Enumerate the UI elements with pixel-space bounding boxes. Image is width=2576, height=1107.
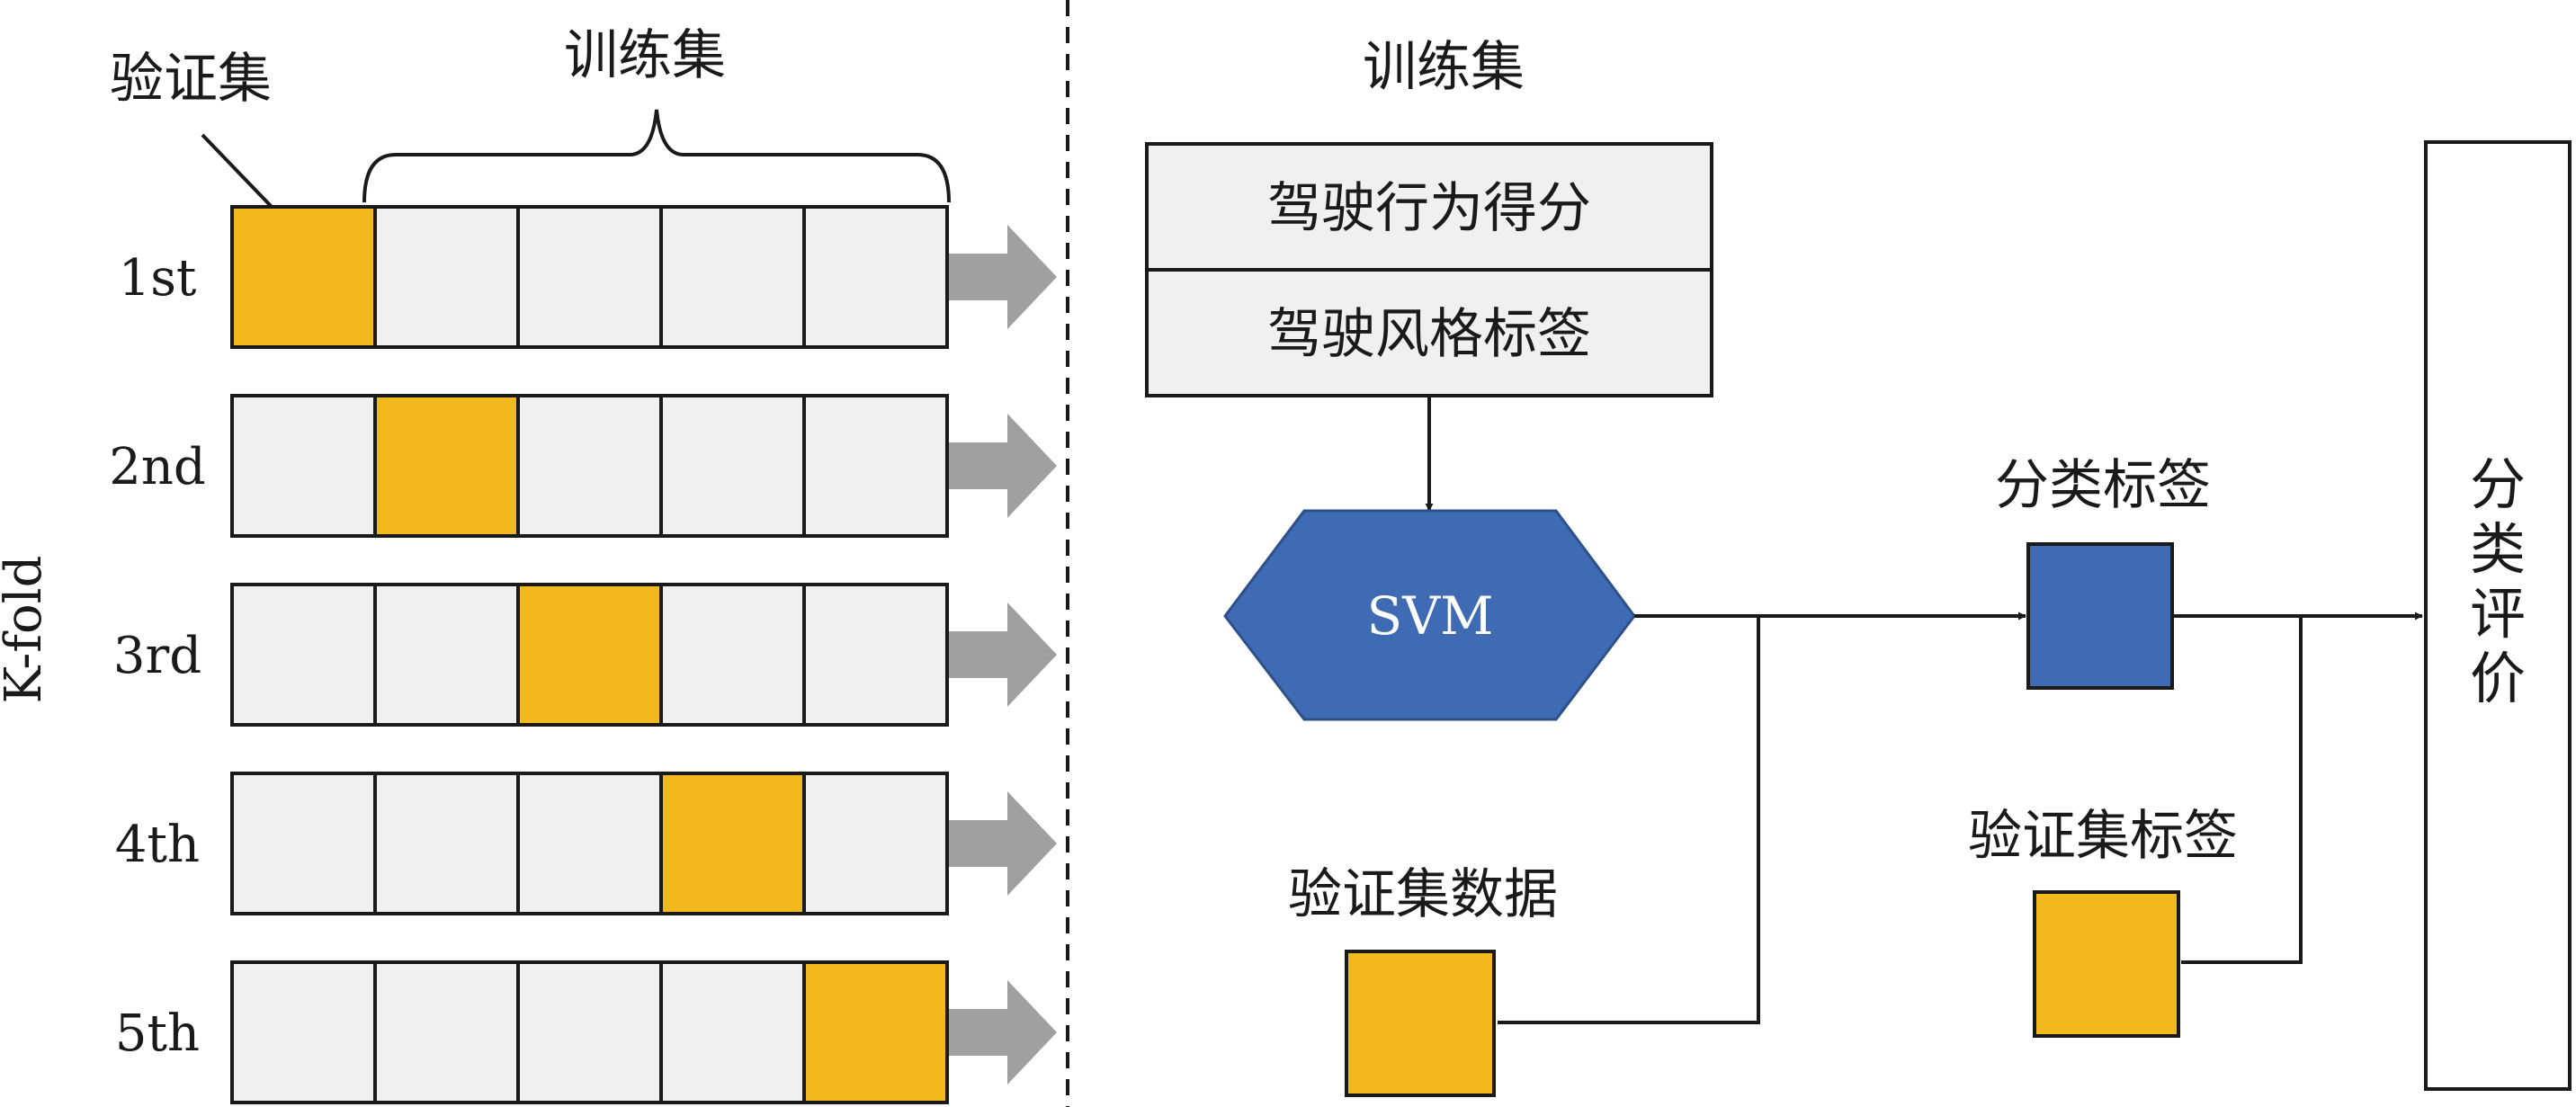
training-cell	[373, 772, 520, 915]
validation-data-label: 验证集数据	[1288, 863, 1558, 926]
fold-output-arrow	[949, 603, 1057, 707]
fold-label: 4th	[115, 816, 200, 874]
fold-label: 1st	[119, 249, 197, 308]
training-cell	[230, 772, 377, 915]
validation-labels-connector	[2181, 616, 2303, 964]
training-cell	[516, 772, 663, 915]
training-cell	[659, 583, 806, 727]
training-set-brace	[362, 109, 951, 203]
validation-labels-box	[2033, 890, 2180, 1038]
training-cell	[516, 205, 663, 349]
training-cell	[373, 205, 520, 349]
training-row-score: 驾驶行为得分	[1267, 177, 1591, 240]
training-cell	[516, 394, 663, 538]
training-cell	[802, 772, 949, 915]
fold-row: 4th	[115, 772, 1057, 915]
validation-cell	[659, 772, 806, 915]
training-cell	[230, 583, 377, 727]
fold-row: 1st	[119, 205, 1057, 349]
training-row-box-1	[1145, 142, 1713, 272]
validation-cell	[230, 205, 377, 349]
validation-set-label: 验证集	[110, 48, 272, 111]
svm-label: SVM	[1366, 585, 1493, 647]
fold-rows: 1st 2nd 3rd 4th 5th	[109, 205, 1057, 1104]
training-cell	[802, 205, 949, 349]
training-cell	[659, 205, 806, 349]
training-cell	[802, 583, 949, 727]
fold-label: 5th	[115, 1004, 200, 1063]
fold-output-arrow	[949, 414, 1057, 518]
fold-output-arrow	[949, 225, 1057, 329]
training-cell	[516, 960, 663, 1104]
training-cell	[373, 960, 520, 1104]
training-cell	[373, 583, 520, 727]
fold-output-arrow	[949, 791, 1057, 896]
fold-row: 5th	[115, 960, 1057, 1104]
training-cell	[230, 394, 377, 538]
validation-cell	[516, 583, 663, 727]
training-set-label: 训练集	[564, 24, 726, 87]
predicted-label-title: 分类标签	[1995, 454, 2211, 517]
validation-cell	[373, 394, 520, 538]
training-cell	[659, 394, 806, 538]
validation-cell	[802, 960, 949, 1104]
fold-label: 2nd	[109, 438, 206, 496]
evaluation-label: 分类评价	[2470, 451, 2526, 711]
predicted-label-box	[2026, 542, 2174, 690]
validation-labels-title: 验证集标签	[1968, 805, 2238, 868]
training-set-title: 训练集	[1363, 36, 1525, 99]
training-row-style-label: 驾驶风格标签	[1267, 303, 1591, 366]
evaluation-box	[2424, 140, 2572, 1091]
training-cell	[659, 960, 806, 1104]
training-cell	[230, 960, 377, 1104]
kfold-axis-label: K-fold	[0, 556, 53, 704]
training-cell	[802, 394, 949, 538]
fold-row: 3rd	[113, 583, 1057, 727]
fold-label: 3rd	[113, 627, 201, 685]
fold-row: 2nd	[109, 394, 1057, 538]
validation-data-connector	[1498, 616, 1760, 1024]
fold-output-arrow	[949, 980, 1057, 1085]
validation-data-box	[1345, 950, 1496, 1097]
